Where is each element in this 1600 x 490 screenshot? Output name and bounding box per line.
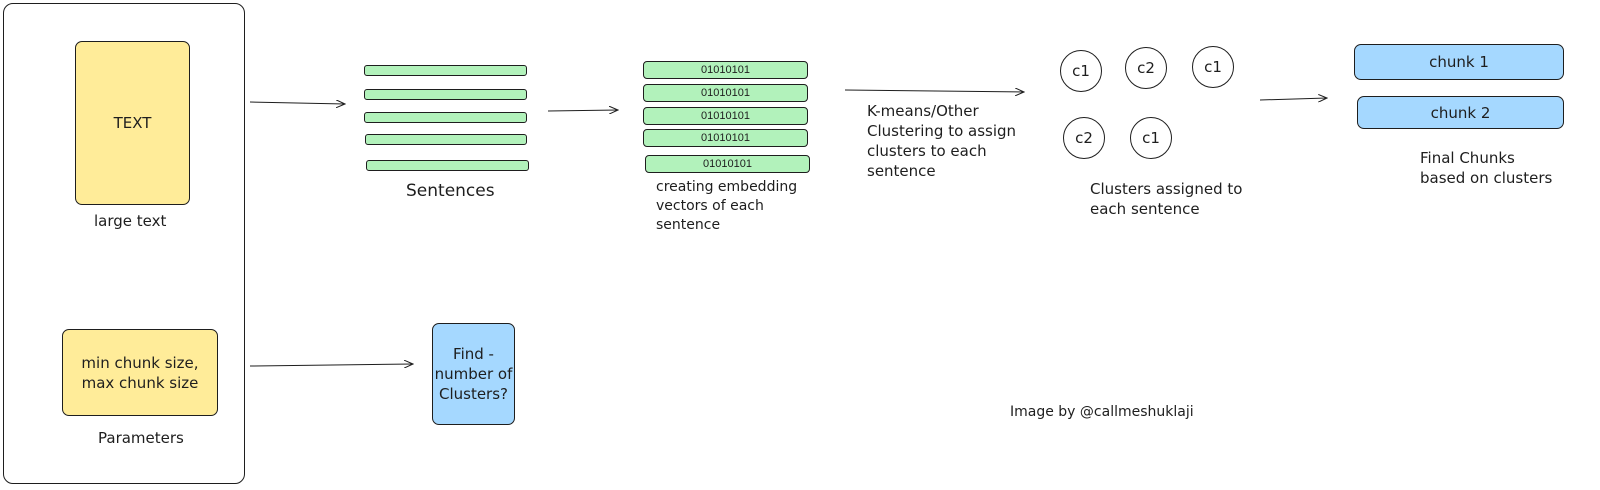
cluster-label: c2 (1075, 129, 1093, 147)
cluster-node: c1 (1130, 117, 1172, 159)
embedding-vector: 01010101 (643, 129, 808, 147)
text-box: TEXT (75, 41, 190, 205)
arrow-sentences-to-embeddings (547, 110, 618, 111)
embedding-vector-text: 01010101 (701, 110, 750, 122)
sentence-bar (364, 89, 527, 100)
embedding-vector: 01010101 (643, 84, 808, 102)
chunks-caption: Final Chunks based on clusters (1420, 149, 1553, 187)
cluster-label: c1 (1204, 58, 1222, 76)
text-box-label: TEXT (113, 114, 152, 132)
chunk-box: chunk 2 (1357, 96, 1564, 129)
cluster-node: c2 (1063, 117, 1105, 159)
cluster-node: c1 (1060, 50, 1102, 92)
find-clusters-label: Find - number of Clusters? (434, 345, 513, 403)
embedding-vector: 01010101 (645, 155, 810, 173)
chunk-label: chunk 2 (1430, 103, 1491, 122)
cluster-node: c2 (1125, 47, 1167, 89)
clusters-caption: Clusters assigned to each sentence (1090, 180, 1243, 218)
params-box: min chunk size, max chunk size (62, 329, 218, 416)
arrow-params-to-find (249, 364, 413, 366)
arrow-clusters-to-chunks (1259, 98, 1327, 100)
arrow-embeddings-to-clustering (844, 90, 1024, 92)
params-caption: Parameters (98, 429, 184, 447)
arrow-text-to-sentences (249, 102, 345, 104)
params-box-label: min chunk size, max chunk size (81, 353, 199, 392)
find-clusters-box: Find - number of Clusters? (432, 323, 515, 425)
text-caption: large text (94, 212, 167, 230)
sentence-bar (365, 134, 527, 145)
cluster-label: c1 (1072, 62, 1090, 80)
embedding-vector-text: 01010101 (701, 132, 750, 144)
embedding-vector-text: 01010101 (701, 87, 750, 99)
cluster-label: c1 (1142, 129, 1160, 147)
embeddings-caption: creating embedding vectors of each sente… (656, 179, 798, 233)
embedding-vector-text: 01010101 (701, 64, 750, 76)
embedding-vector-text: 01010101 (703, 158, 752, 170)
cluster-label: c2 (1137, 59, 1155, 77)
chunk-box: chunk 1 (1354, 44, 1564, 80)
cluster-node: c1 (1192, 46, 1234, 88)
sentence-bar (364, 112, 527, 123)
sentences-caption: Sentences (406, 181, 495, 201)
clustering-caption: K-means/Other Clustering to assign clust… (867, 102, 1017, 180)
credit-text: Image by @callmeshuklaji (1010, 404, 1194, 420)
embedding-vector: 01010101 (643, 61, 808, 79)
embedding-vector: 01010101 (643, 107, 808, 125)
sentence-bar (364, 65, 527, 76)
chunk-label: chunk 1 (1429, 53, 1489, 71)
sentence-bar (366, 160, 529, 171)
input-panel (3, 3, 245, 484)
